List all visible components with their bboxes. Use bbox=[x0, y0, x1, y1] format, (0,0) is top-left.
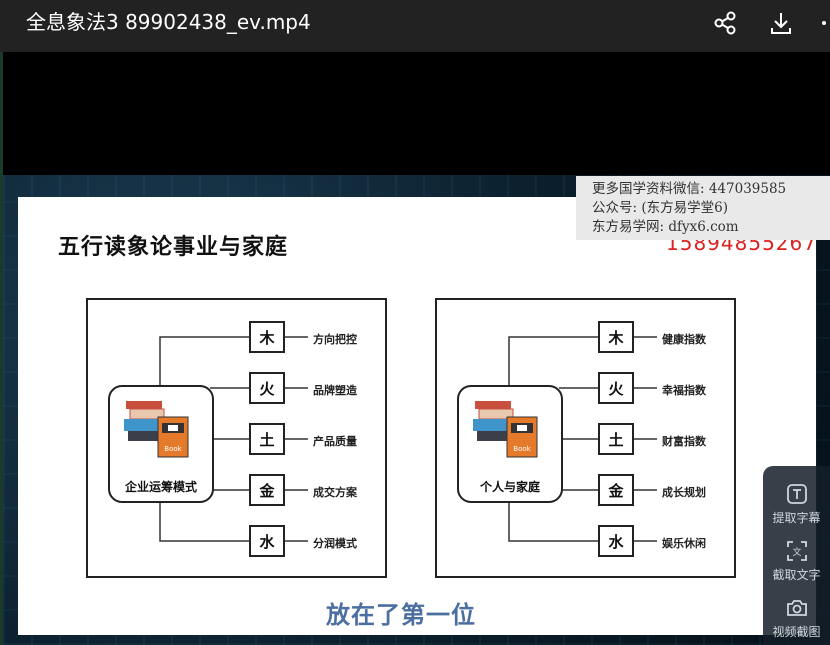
slide-title: 五行读象论事业与家庭 bbox=[58, 235, 289, 260]
video-subtitle: 放在了第一位 bbox=[326, 601, 476, 629]
book-label: Book bbox=[513, 445, 531, 453]
element-earth: 土 bbox=[249, 423, 285, 455]
sidebar-item-label: 提取字幕 bbox=[772, 511, 821, 525]
subtitle-extract-icon bbox=[786, 484, 807, 504]
element-label: 成交方案 bbox=[313, 486, 357, 499]
element-label: 品牌塑造 bbox=[313, 384, 357, 397]
element-water: 水 bbox=[598, 525, 634, 557]
center-label: 企业运筹模式 bbox=[124, 480, 197, 494]
element-label: 产品质量 bbox=[313, 435, 357, 448]
element-metal: 金 bbox=[598, 474, 634, 506]
more-icon[interactable] bbox=[812, 8, 830, 38]
slide: 五行读象论事业与家庭 15894855267 bbox=[18, 197, 816, 635]
element-earth: 土 bbox=[598, 423, 634, 455]
watermark-line: 公众号: (东方易学堂6) bbox=[592, 200, 728, 216]
center-node-enterprise: Book 企业运筹模式 bbox=[108, 385, 214, 503]
window-title: 全息象法3 89902438_ev.mp4 bbox=[26, 10, 311, 34]
element-water: 水 bbox=[249, 525, 285, 557]
books-icon: Book bbox=[473, 401, 538, 458]
right-connector-lines bbox=[508, 336, 657, 542]
element-wood: 木 bbox=[598, 321, 634, 353]
element-label: 分润模式 bbox=[313, 537, 357, 550]
left-panel: Book 企业运筹模式 木 方向把控 火 品牌塑造 土 产品质量 金 成交方案 … bbox=[86, 298, 387, 578]
element-label: 幸福指数 bbox=[662, 384, 706, 397]
text-capture-icon: 文 bbox=[786, 541, 807, 561]
video-screenshot-button[interactable]: 视频截图 bbox=[763, 596, 830, 640]
element-fire: 火 bbox=[249, 372, 285, 404]
element-label: 方向把控 bbox=[313, 333, 357, 346]
capture-text-button[interactable]: 文 截取文字 bbox=[763, 539, 830, 583]
left-connector-lines bbox=[159, 336, 308, 542]
center-node-family: Book 个人与家庭 bbox=[457, 385, 563, 503]
extract-subtitle-button[interactable]: 提取字幕 bbox=[763, 482, 830, 526]
svg-text:文: 文 bbox=[792, 546, 801, 558]
watermark-line: 更多国学资料微信: 447039585 bbox=[592, 181, 787, 197]
watermark: 更多国学资料微信: 447039585 公众号: (东方易学堂6) 东方易学网:… bbox=[576, 176, 830, 240]
video-tools-sidebar: 提取字幕 文 截取文字 视频截图 bbox=[763, 466, 830, 645]
right-panel: Book 个人与家庭 木 健康指数 火 幸福指数 土 财富指数 金 成长规划 水… bbox=[435, 298, 736, 578]
books-icon: Book bbox=[124, 401, 189, 458]
element-label: 娱乐休闲 bbox=[662, 537, 706, 550]
sidebar-item-label: 视频截图 bbox=[772, 625, 821, 639]
element-wood: 木 bbox=[249, 321, 285, 353]
watermark-line: 东方易学网: dfyx6.com bbox=[592, 219, 739, 235]
element-label: 成长规划 bbox=[662, 486, 706, 499]
center-label: 个人与家庭 bbox=[479, 480, 540, 494]
element-label: 财富指数 bbox=[662, 435, 706, 448]
element-fire: 火 bbox=[598, 372, 634, 404]
share-icon[interactable] bbox=[710, 8, 740, 38]
element-label: 健康指数 bbox=[662, 333, 706, 346]
book-label: Book bbox=[164, 445, 182, 453]
title-bar: 全息象法3 89902438_ev.mp4 bbox=[0, 0, 830, 52]
sidebar-item-label: 截取文字 bbox=[772, 568, 821, 582]
camera-icon bbox=[786, 600, 807, 616]
left-edge bbox=[0, 52, 3, 645]
download-icon[interactable] bbox=[766, 8, 796, 38]
element-metal: 金 bbox=[249, 474, 285, 506]
